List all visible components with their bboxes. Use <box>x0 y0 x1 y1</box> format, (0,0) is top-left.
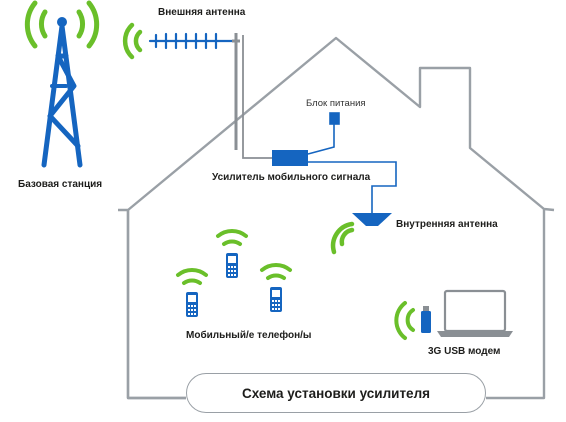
yagi-antenna-icon <box>148 32 234 50</box>
feed-cable <box>242 35 272 159</box>
phone-signal-icon <box>176 267 208 285</box>
tower-signal-icon <box>24 0 100 49</box>
scheme-title-box: Схема установки усилителя <box>186 373 486 413</box>
mobile-phone-icon <box>186 292 198 317</box>
power-supply-icon <box>307 112 340 155</box>
house-walls <box>126 209 186 400</box>
inner-antenna-label: Внутренняя антенна <box>396 219 498 230</box>
base-station-label: Базовая станция <box>18 179 103 190</box>
amplifier-label: Усилитель мобильного сигнала <box>212 172 371 183</box>
antenna-mast <box>232 33 240 150</box>
modem-signal-icon <box>394 301 415 340</box>
laptop-icon <box>437 289 513 337</box>
house-wall-right <box>486 209 546 400</box>
phone-signal-icon <box>260 262 292 280</box>
phone-signal-icon <box>216 228 248 246</box>
mobile-phone-icon <box>226 253 238 278</box>
house <box>118 36 555 400</box>
power-supply-label: Блок питания <box>306 98 366 109</box>
radio-tower-icon <box>41 17 83 168</box>
scheme-title: Схема установки усилителя <box>241 385 431 401</box>
indoor-antenna-icon <box>352 213 392 226</box>
outer-antenna-signal-icon <box>122 22 143 60</box>
indoor-cable <box>308 161 397 213</box>
outer-antenna-label: Внешняя антенна <box>158 7 246 18</box>
usb-modem-icon <box>421 306 431 333</box>
indoor-antenna-signal-icon <box>330 221 355 255</box>
phones-label: Мобильный/е телефон/ы <box>186 330 312 341</box>
house-roof <box>118 36 555 212</box>
amplifier-box-icon <box>272 150 308 166</box>
house-wall-left <box>126 209 186 400</box>
mobile-phone-icon <box>270 287 282 312</box>
usb-modem-label: 3G USB модем <box>428 346 501 357</box>
